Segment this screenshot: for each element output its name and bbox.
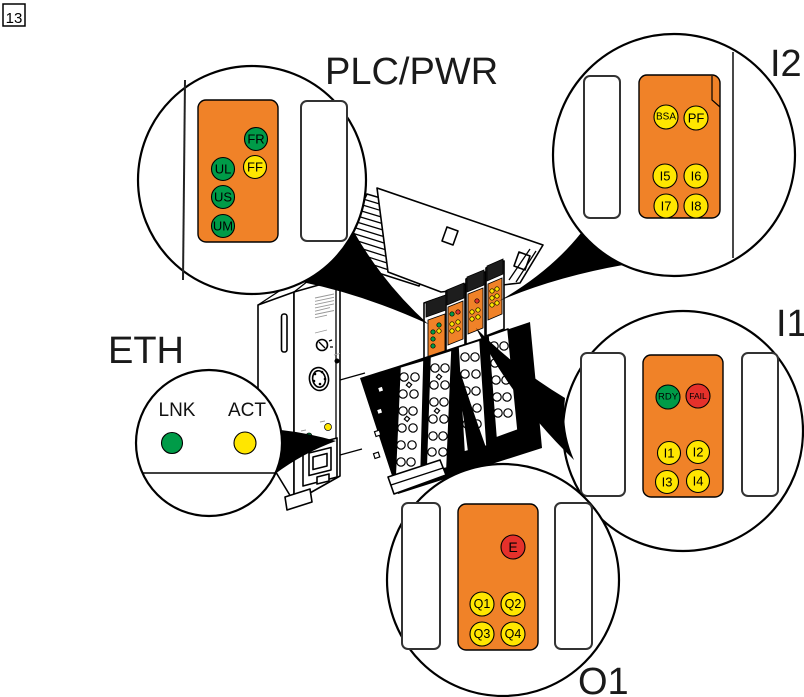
label-o1: O1 xyxy=(578,661,629,697)
callout-i2: BSA PF I5 I6 I7 I8 I2 xyxy=(551,32,802,278)
svg-text:I1: I1 xyxy=(664,446,675,461)
svg-text:I2: I2 xyxy=(693,445,704,460)
led-lnk xyxy=(160,431,184,455)
led-i6: I6 xyxy=(683,163,709,189)
svg-text:US: US xyxy=(214,190,232,205)
led-i4: I4 xyxy=(685,468,711,494)
svg-text:I8: I8 xyxy=(691,199,702,214)
i1-led-panel xyxy=(642,354,724,498)
led-i1: I1 xyxy=(656,440,682,466)
led-q1: Q1 xyxy=(469,591,495,617)
svg-text:FR: FR xyxy=(247,132,264,147)
svg-text:I7: I7 xyxy=(661,199,672,214)
cover-latch-1 xyxy=(441,226,459,246)
callout-o1: E Q1 Q2 Q3 Q4 O1 xyxy=(385,462,629,697)
led-bsa: BSA xyxy=(653,104,679,130)
i1-side-box-left xyxy=(580,352,626,497)
led-i3: I3 xyxy=(654,469,680,495)
svg-text:FAIL: FAIL xyxy=(689,391,707,401)
svg-text:I6: I6 xyxy=(691,169,702,184)
label-i1: I1 xyxy=(776,303,804,345)
svg-text:I4: I4 xyxy=(693,474,704,489)
reset-button xyxy=(334,358,340,364)
svg-text:Q2: Q2 xyxy=(505,597,522,611)
svg-text:Q1: Q1 xyxy=(474,597,491,611)
svg-text:UL: UL xyxy=(215,162,232,177)
label-lnk: LNK xyxy=(159,400,196,421)
led-q4: Q4 xyxy=(500,621,526,647)
connector-pin xyxy=(375,407,384,416)
led-act xyxy=(233,431,257,455)
wedge-i2 xyxy=(499,233,623,301)
led-pf: PF xyxy=(683,105,709,131)
label-act: ACT xyxy=(228,400,266,421)
o1-side-box-left xyxy=(401,502,441,650)
led-i5: I5 xyxy=(652,163,678,189)
label-i2: I2 xyxy=(770,43,802,85)
wedge-o1 xyxy=(453,349,492,469)
label-plc-pwr: PLC/PWR xyxy=(325,51,498,93)
din-rail-foot xyxy=(284,488,313,511)
svg-text:E: E xyxy=(508,539,517,555)
wedge-plc-pwr xyxy=(302,232,428,324)
led-i2: I2 xyxy=(685,439,711,465)
led-i7: I7 xyxy=(653,193,679,219)
o1-side-box-right xyxy=(554,502,593,650)
connector-pin xyxy=(376,385,385,394)
module-3-vent-grille xyxy=(466,269,485,293)
o1-led-panel xyxy=(457,503,539,651)
i1-side-box-right xyxy=(741,352,779,497)
figure-number-box: 13 xyxy=(2,3,26,27)
svg-text:PF: PF xyxy=(688,111,705,126)
led-q3: Q3 xyxy=(469,621,495,647)
module-4-vent-grille xyxy=(486,258,504,282)
led-i8: I8 xyxy=(683,193,709,219)
i2-led-panel xyxy=(638,74,721,219)
label-eth: ETH xyxy=(108,330,184,372)
led-us: US xyxy=(210,184,236,210)
product-label-text xyxy=(314,293,335,319)
magnifier-circle-eth xyxy=(134,368,284,518)
i2-side-box xyxy=(583,75,621,219)
callout-eth: LNK ACT ETH xyxy=(108,330,284,518)
svg-text:RDY: RDY xyxy=(658,392,679,403)
svg-text:13: 13 xyxy=(6,10,23,27)
led-fail: FAIL xyxy=(685,383,711,409)
svg-text:FF: FF xyxy=(247,160,263,175)
connector-pin xyxy=(373,429,382,438)
module-3-led-panel xyxy=(467,287,484,335)
wedge-i1 xyxy=(476,328,574,460)
svg-text:I3: I3 xyxy=(662,475,673,490)
module-2-vent-grille xyxy=(446,282,465,306)
wedge-eth xyxy=(275,430,336,474)
top-cover xyxy=(376,187,544,293)
side-slot xyxy=(280,313,288,353)
svg-text:UM: UM xyxy=(213,219,233,234)
connector-pin xyxy=(372,451,381,460)
led-q2: Q2 xyxy=(500,591,526,617)
callout-plc-pwr: FR UL FF US UM PLC/PWR xyxy=(136,51,498,296)
svg-text:Q4: Q4 xyxy=(505,627,522,641)
led-ul: UL xyxy=(210,156,236,182)
led-e: E xyxy=(500,534,526,560)
plc-pwr-side-box xyxy=(300,100,348,242)
led-um: UM xyxy=(210,213,236,239)
led-rdy: RDY xyxy=(655,384,681,410)
svg-text:Q3: Q3 xyxy=(474,627,491,641)
callout-i1: RDY FAIL I1 I2 I3 I4 I1 xyxy=(561,303,804,553)
led-ff: FF xyxy=(242,154,268,180)
module-4-led-panel xyxy=(487,277,503,321)
svg-text:I5: I5 xyxy=(660,169,671,184)
device-act-led xyxy=(324,423,332,431)
svg-text:BSA: BSA xyxy=(656,112,676,123)
led-fr: FR xyxy=(243,126,269,152)
module-1-vent-grille xyxy=(425,294,447,318)
module-2-led-panel xyxy=(447,300,464,346)
